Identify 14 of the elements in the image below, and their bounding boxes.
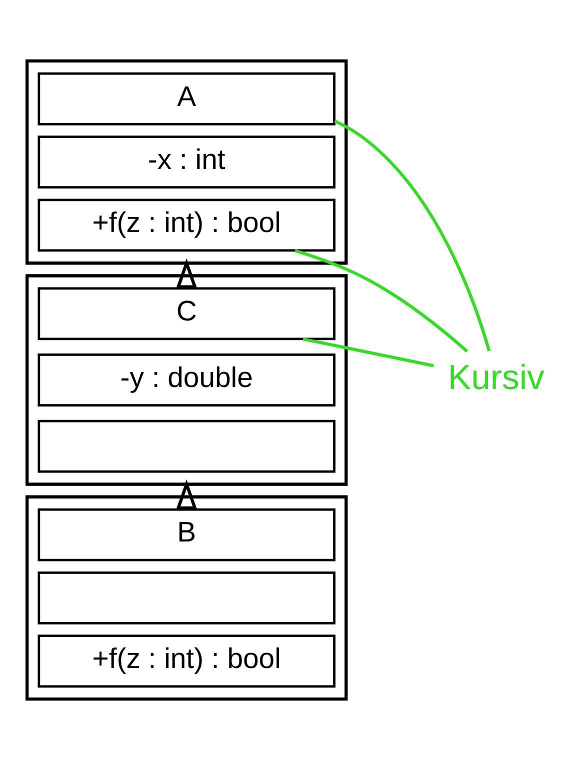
node-box: A xyxy=(38,72,336,126)
arrow xyxy=(176,479,198,510)
node-box xyxy=(38,420,336,473)
node-box: -x : int xyxy=(38,136,336,188)
arrow xyxy=(176,258,198,288)
connector xyxy=(334,120,491,352)
node-box: B xyxy=(38,508,336,562)
node-box xyxy=(38,572,336,624)
node-box: C xyxy=(38,287,336,340)
node-box: -y : double xyxy=(38,354,336,406)
cluster xyxy=(26,59,348,265)
node-box: +f(z : int) : bool xyxy=(38,198,336,252)
node-text: Kursiv xyxy=(448,358,544,397)
node-box: +f(z : int) : bool xyxy=(38,634,336,688)
